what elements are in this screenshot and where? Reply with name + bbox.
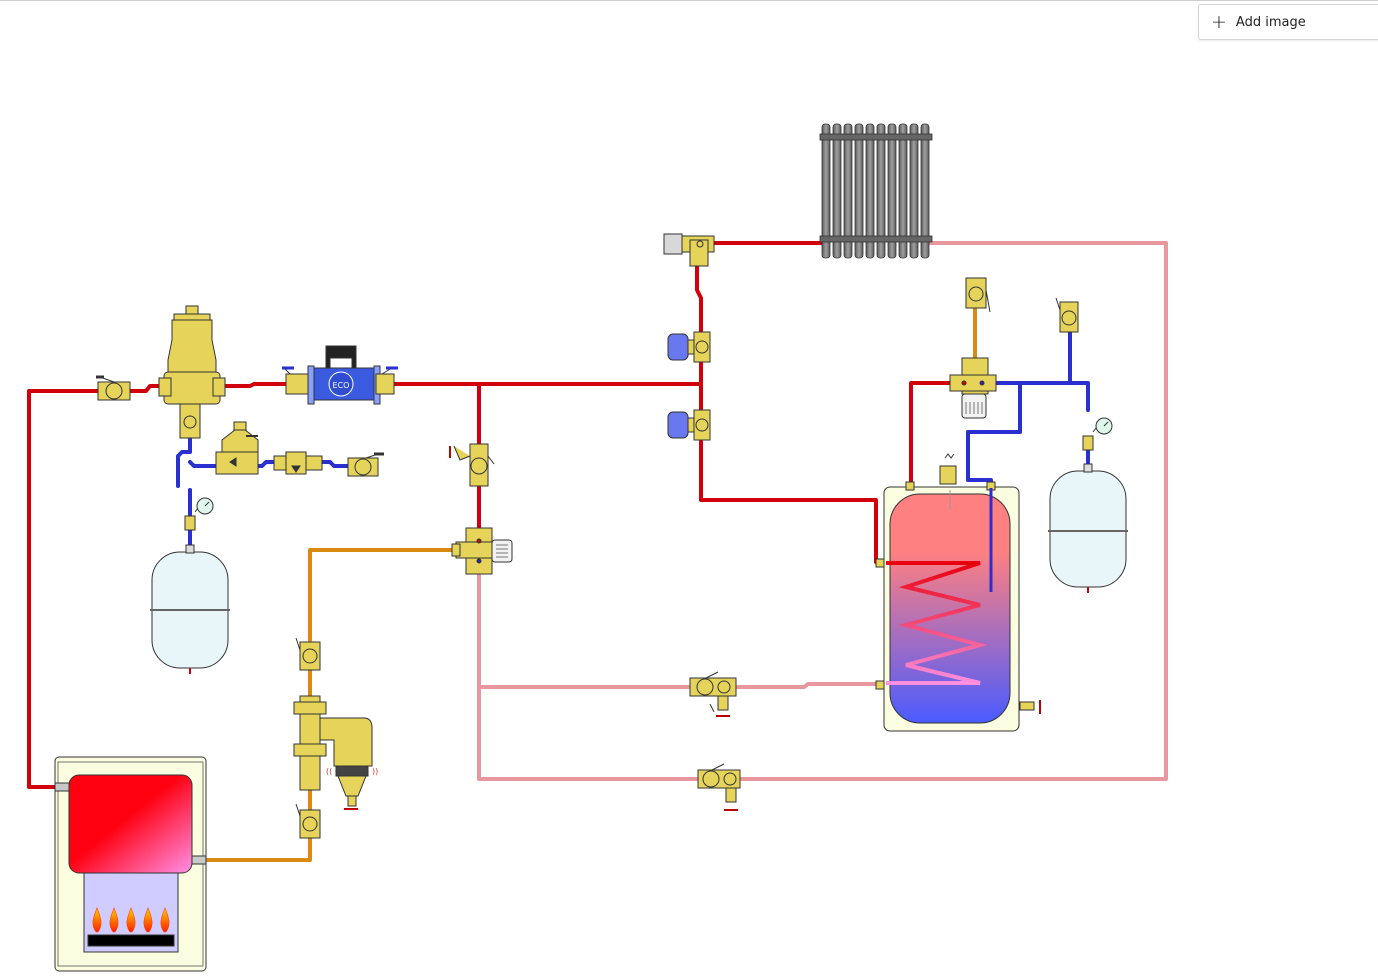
fill-pipe-boiler <box>204 836 312 862</box>
add-image-button[interactable]: + Add image <box>1198 4 1378 40</box>
pressure-reducing-valve <box>215 421 259 475</box>
check-valve <box>273 451 323 475</box>
cold-pipe-separator-down <box>176 436 192 488</box>
svg-text:((: (( <box>326 767 332 776</box>
return-pipe-radiator <box>738 241 1168 781</box>
tank-safety-valve <box>939 453 957 485</box>
radiator <box>819 123 933 259</box>
pump-badge: ECO <box>333 381 350 390</box>
top-border <box>0 0 1378 1</box>
hot-pipe-radiator-riser-2 <box>695 264 703 334</box>
fill-pipe-to-mixer <box>308 548 458 642</box>
hot-pipe-separator-pump <box>212 382 292 388</box>
expansion-vessel-left <box>150 544 230 674</box>
pipes <box>27 241 1168 862</box>
hot-pipe-to-separator <box>128 384 168 393</box>
expansion-vessel-right <box>1048 463 1128 593</box>
ball-valve-fill-top <box>295 637 321 671</box>
ball-valve-fill <box>347 452 384 477</box>
hot-water-cylinder <box>875 481 1020 732</box>
return-pipe-coil-2 <box>733 682 882 689</box>
svg-text:)): )) <box>372 767 378 776</box>
zone-valve-upper <box>667 331 711 363</box>
boiler-burner <box>87 934 175 947</box>
flame-icon <box>92 907 170 933</box>
pressure-gauge-right-icon <box>1082 417 1113 451</box>
thermostatic-mixing-valve-dhw <box>949 357 997 419</box>
plus-icon: + <box>1211 10 1227 33</box>
boiler-heat-exchanger <box>68 774 193 874</box>
heating-coil <box>886 561 988 685</box>
pressure-gauge-icon <box>184 497 214 531</box>
boiler <box>54 756 207 972</box>
tank-drain-valve <box>1019 700 1041 714</box>
ball-valve-left <box>96 375 131 401</box>
circulation-pump: ECO <box>282 345 398 405</box>
cold-pipe-fill-line-2 <box>254 460 276 468</box>
return-pipe-bottom <box>477 573 702 781</box>
hot-pipe-boiler-riser <box>27 389 100 789</box>
air-separator <box>158 305 226 439</box>
ball-valve-top-mixer <box>965 277 991 313</box>
ball-valve-coil-return <box>689 671 737 717</box>
hot-pipe-coil-feed-2 <box>699 438 888 564</box>
add-image-label: Add image <box>1235 14 1306 30</box>
cold-pipe-mixer-out <box>990 381 1090 412</box>
cold-pipe-fill-line <box>188 460 218 468</box>
dirt-separator: (( )) <box>293 695 378 810</box>
safety-valve-center <box>449 443 495 487</box>
hot-pipe-tank-to-mixer <box>909 381 952 490</box>
zone-valve-lower <box>667 409 711 441</box>
radiator-valve <box>663 233 715 267</box>
cold-pipe-fill-line-3 <box>320 460 350 468</box>
ball-valve-radiator-return <box>697 763 741 811</box>
ball-valve-right-cold <box>1055 297 1079 333</box>
thermostatic-mixing-valve <box>451 527 513 575</box>
ball-valve-fill-bottom <box>295 803 321 839</box>
